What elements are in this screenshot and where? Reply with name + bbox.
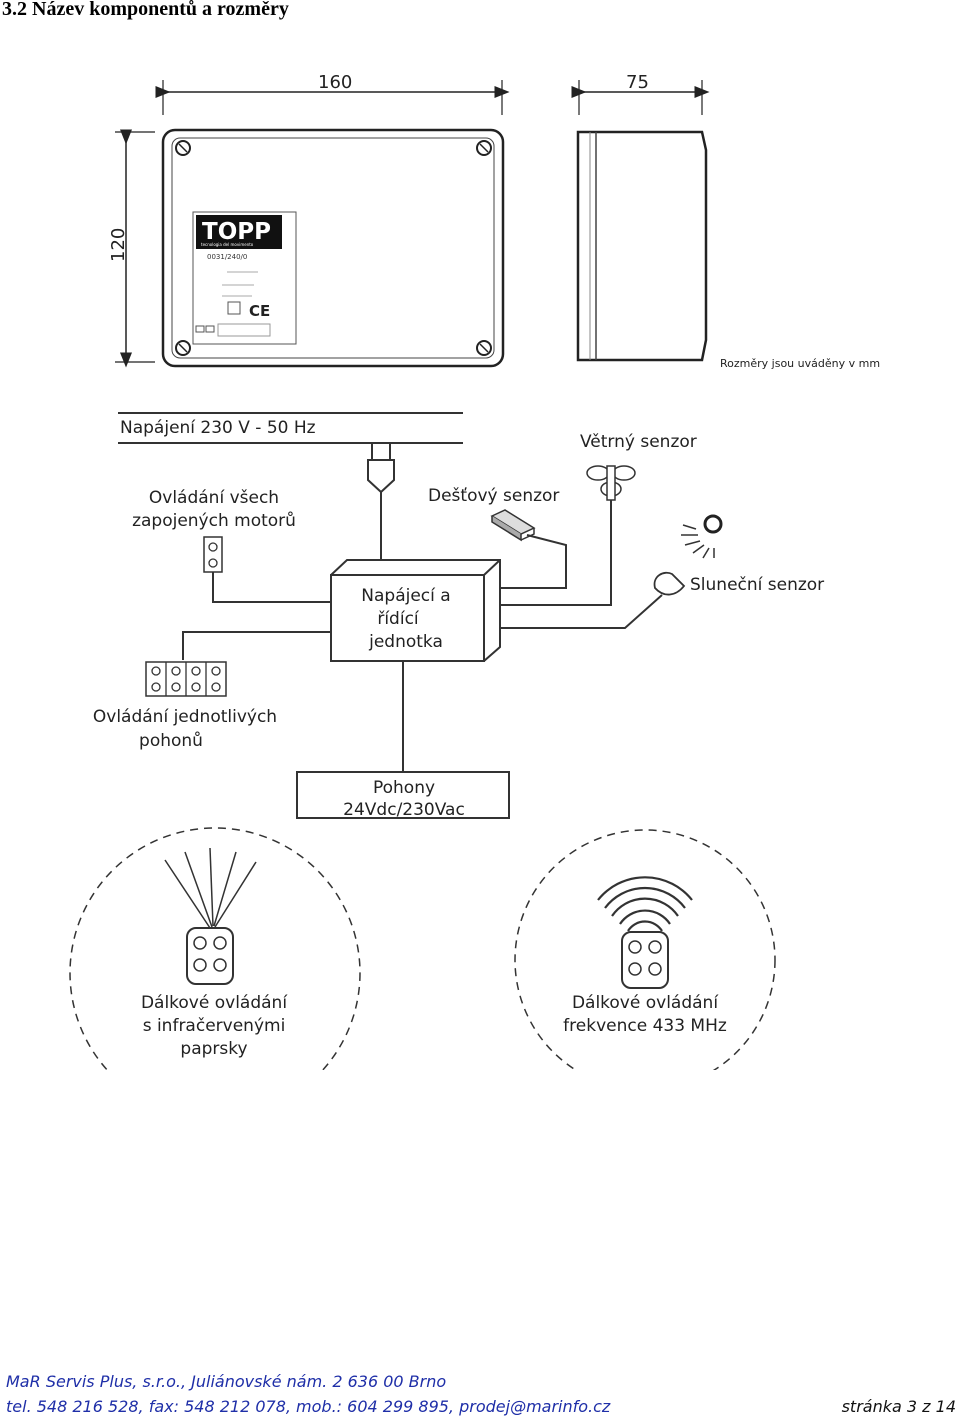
ir-remote-line1: Dálkové ovládání xyxy=(141,993,288,1013)
drives-line2: 24Vdc/230Vac xyxy=(343,800,465,820)
control-unit: Napájecí a řídící jednotka xyxy=(330,559,501,662)
individual-drives-control: Ovládání jednotlivých pohonů xyxy=(93,661,277,751)
rain-sensor: Dešťový senzor xyxy=(428,486,559,542)
rf-remote-line2: frekvence 433 MHz xyxy=(563,1016,727,1036)
all-motors-line1: Ovládání všech xyxy=(149,488,279,508)
individual-drives-line1: Ovládání jednotlivých xyxy=(93,707,277,727)
sun-sensor-label: Sluneční senzor xyxy=(690,575,824,595)
model-code: 0031/240/0 xyxy=(207,253,247,261)
depth-dimension: 75 xyxy=(626,72,649,93)
control-unit-line1: Napájecí a xyxy=(361,586,450,606)
height-dimension: 120 xyxy=(108,228,129,262)
drives-box: Pohony 24Vdc/230Vac xyxy=(296,771,510,820)
section-heading: 3.2 Název komponentů a rozměry xyxy=(2,0,289,20)
footer-contacts: tel. 548 216 528, fax: 548 212 078, mob.… xyxy=(6,1397,611,1416)
sun-sensor: Sluneční senzor xyxy=(653,514,824,596)
control-unit-line3: jednotka xyxy=(368,632,443,652)
rf-remote-line1: Dálkové ovládání xyxy=(572,993,719,1013)
wiring-lines xyxy=(118,412,663,772)
all-motors-line2: zapojených motorů xyxy=(132,511,296,531)
ir-remote-line2: s infračervenými xyxy=(143,1016,286,1036)
wind-sensor: Větrný senzor xyxy=(580,432,697,501)
control-unit-line2: řídící xyxy=(377,609,420,629)
box-front-view: 160 120 TOPP tecnologia del movimento 00… xyxy=(108,72,510,368)
page-number: stránka 3 z 14 xyxy=(841,1397,956,1416)
ce-mark: CE xyxy=(249,302,270,320)
rain-sensor-label: Dešťový senzor xyxy=(428,486,559,506)
brand-logo: TOPP xyxy=(202,219,271,245)
dimensions-note: Rozměry jsou uváděny v mm xyxy=(720,357,880,370)
ir-remote: Dálkové ovládání s infračervenými paprsk… xyxy=(69,827,361,1070)
drives-line1: Pohony xyxy=(373,778,435,798)
label-plate: TOPP tecnologia del movimento 0031/240/0… xyxy=(192,211,297,345)
ir-remote-line3: paprsky xyxy=(180,1039,247,1059)
box-side-view: 75 Rozměry jsou uváděny v mm xyxy=(571,72,880,370)
width-dimension: 160 xyxy=(318,72,352,93)
wind-sensor-label: Větrný senzor xyxy=(580,432,697,452)
individual-drives-line2: pohonů xyxy=(139,731,203,751)
footer-address: MaR Servis Plus, s.r.o., Juliánovské nám… xyxy=(6,1372,447,1391)
rf-remote: Dálkové ovládání frekvence 433 MHz xyxy=(514,829,776,1070)
brand-tagline: tecnologia del movimento xyxy=(201,242,254,247)
component-diagram: 160 120 TOPP tecnologia del movimento 00… xyxy=(69,72,880,1070)
all-motors-control: Ovládání všech zapojených motorů xyxy=(132,488,296,573)
power-label: Napájení 230 V - 50 Hz xyxy=(120,418,316,438)
